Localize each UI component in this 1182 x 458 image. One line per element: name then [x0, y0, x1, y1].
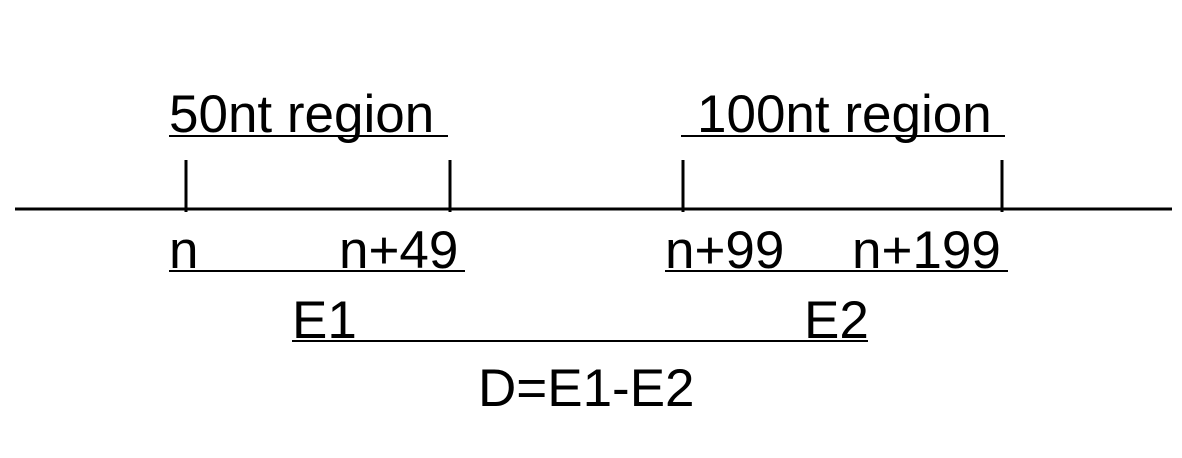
region1-title: 50nt region — [169, 85, 435, 144]
region2-end-label: n+199 — [852, 221, 1001, 280]
region2-start-label: n+99 — [665, 221, 785, 280]
region2-title: 100nt region — [697, 85, 992, 144]
region1-end-label: n+49 — [339, 221, 459, 280]
energy1-label: E1 — [292, 291, 357, 350]
energy2-label: E2 — [804, 291, 869, 350]
difference-formula: D=E1-E2 — [478, 359, 695, 418]
region1-start-label: n — [169, 221, 199, 280]
